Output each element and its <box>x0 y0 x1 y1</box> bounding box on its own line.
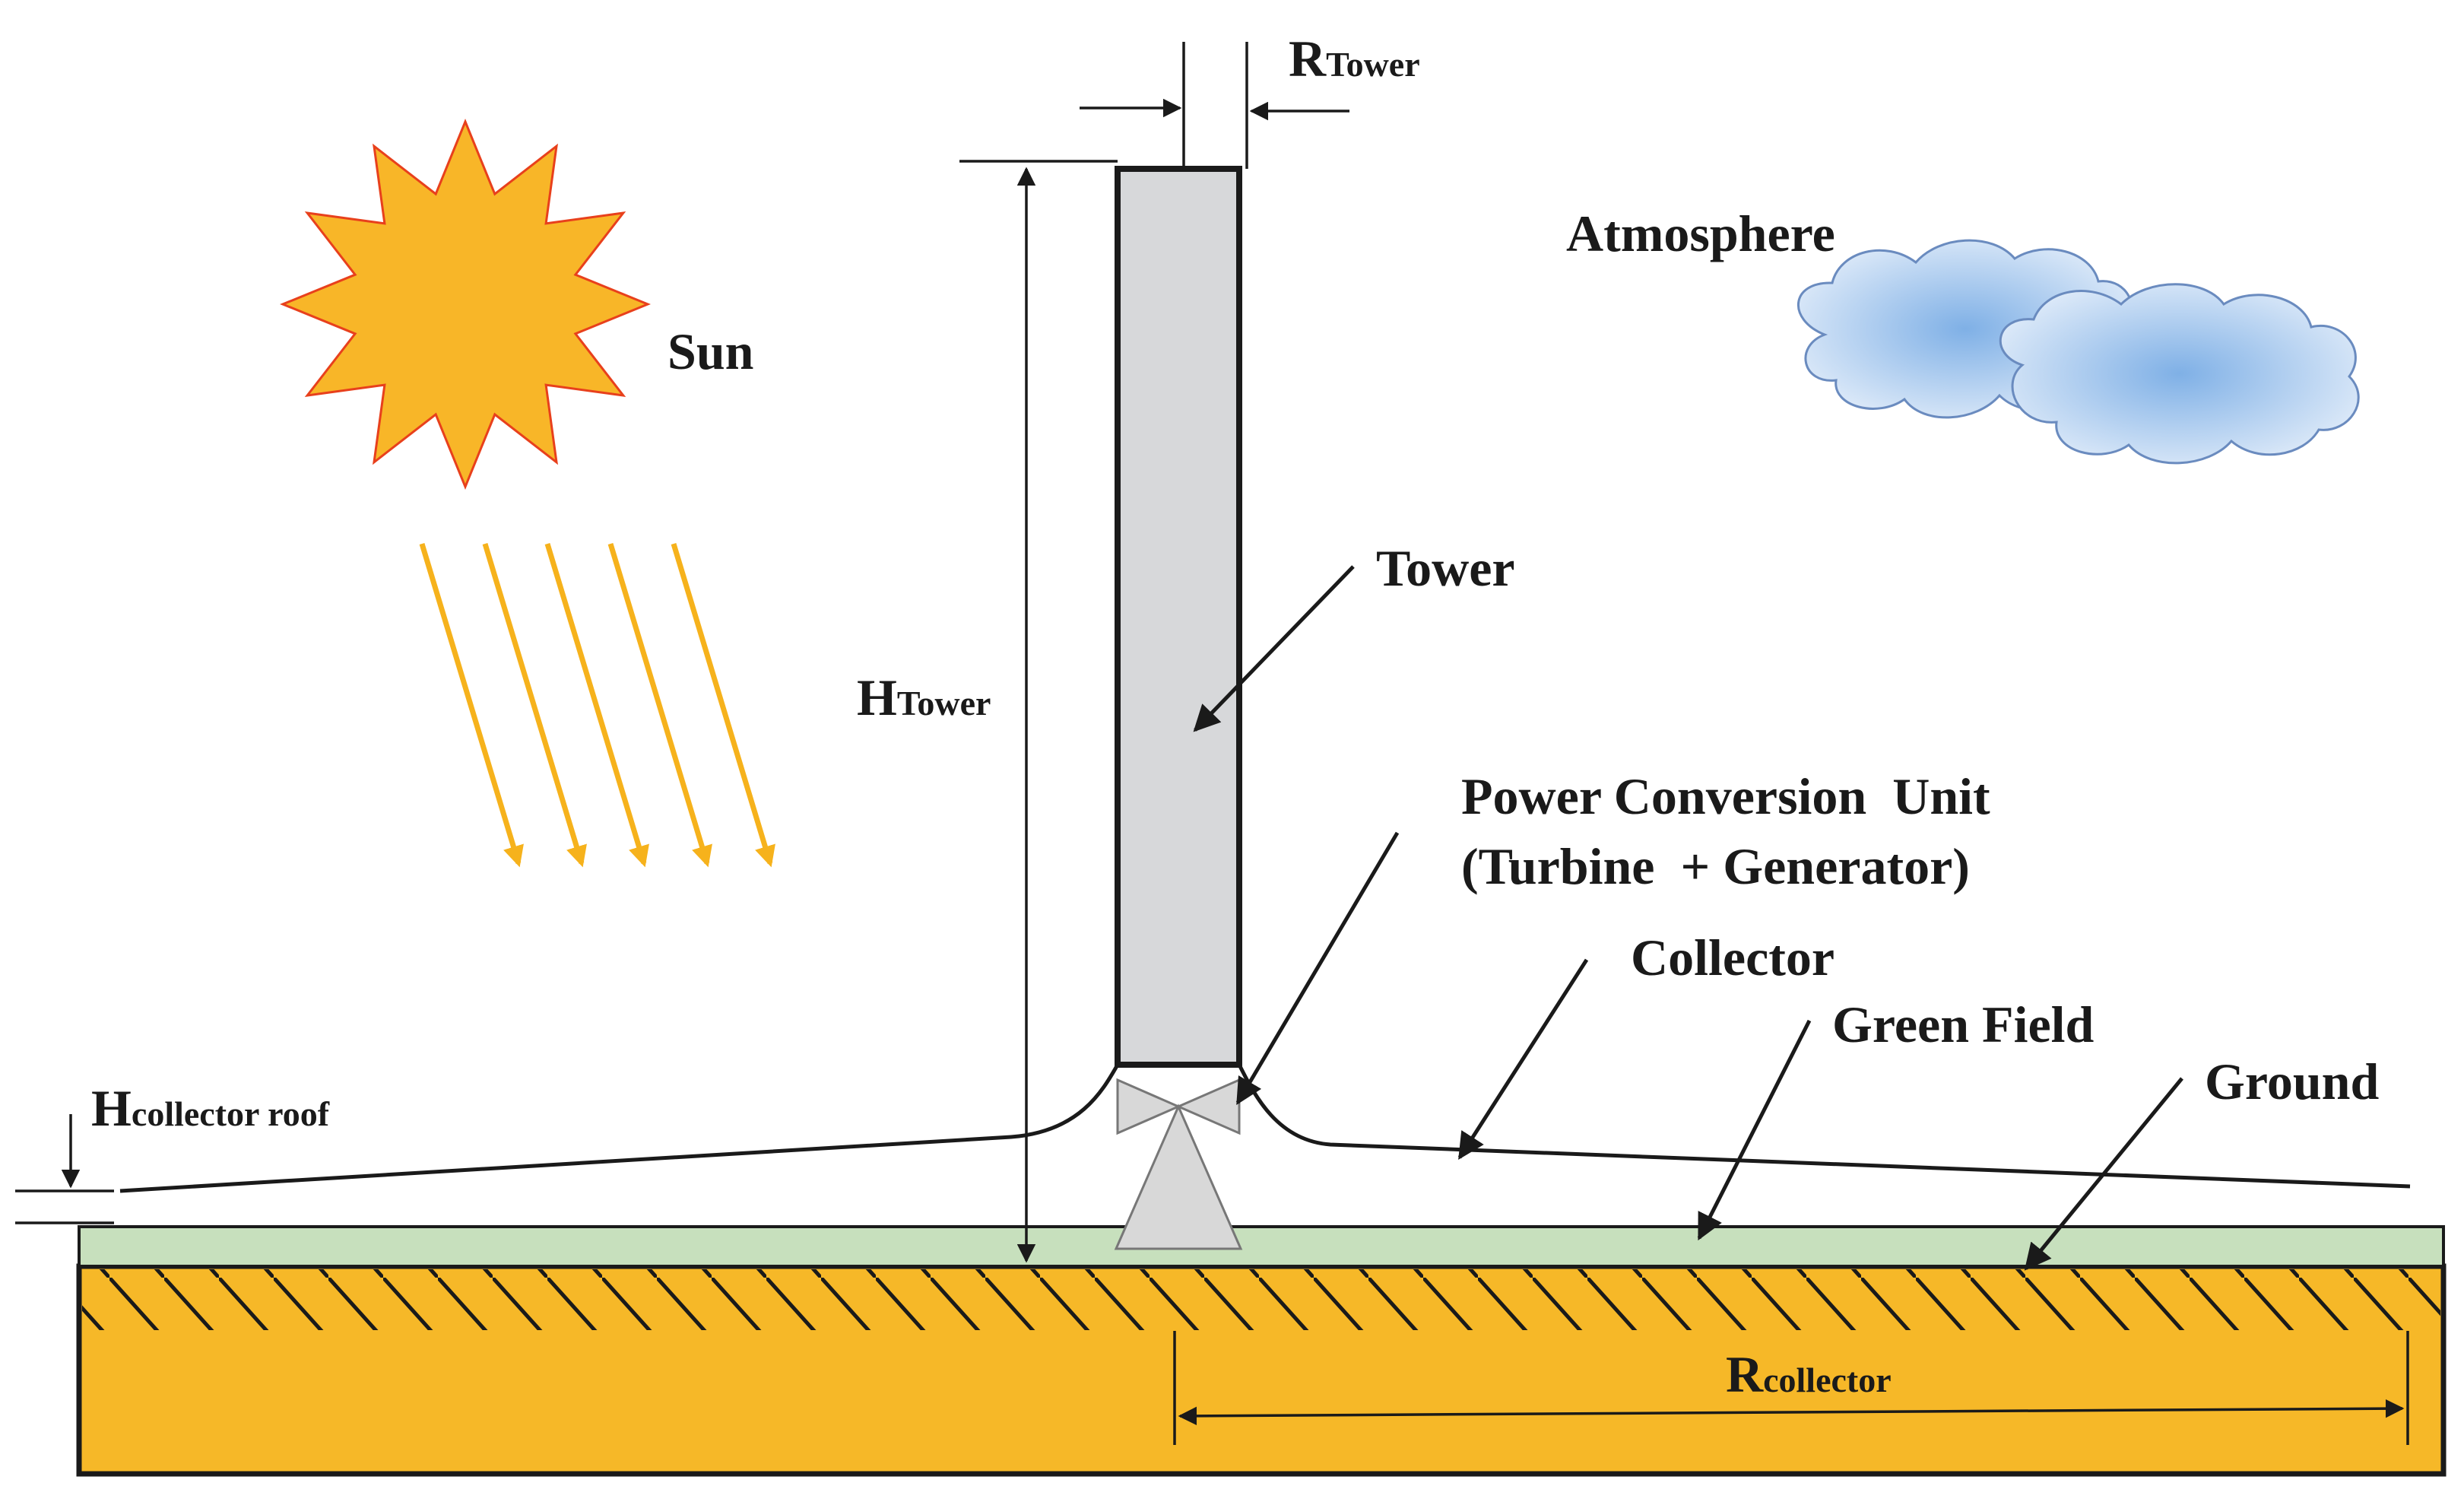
power-unit-label-line2: (Turbine + Generator) <box>1461 837 1970 895</box>
r-collector-label: Rcollector <box>1726 1345 1892 1403</box>
sun-icon <box>280 119 651 490</box>
h-tower-dimension <box>959 160 1118 1263</box>
sun-label: Sun <box>668 322 753 380</box>
tower <box>1115 166 1242 1068</box>
sun-rays <box>419 542 775 868</box>
h-tower-label: HTower <box>857 668 991 726</box>
h-collector-roof-dimension <box>15 1114 114 1224</box>
green-field-label: Green Field <box>1832 996 2095 1053</box>
r-tower-label: RTower <box>1289 30 1420 87</box>
r-tower-dimension <box>1080 42 1349 169</box>
atmosphere-label: Atmosphere <box>1566 205 1835 262</box>
turbine-icon <box>1114 1078 1243 1250</box>
tower-label: Tower <box>1376 539 1515 597</box>
green-field-leader <box>1697 1019 1812 1241</box>
r-collector-dimension <box>1173 1331 2409 1445</box>
ground-hatching <box>82 1269 2440 1330</box>
collector-label: Collector <box>1631 929 1835 986</box>
h-collector-roof-label: Hcollector roof <box>91 1079 330 1137</box>
power-unit-leader <box>1235 831 1400 1106</box>
ground-leader <box>2024 1077 2183 1271</box>
power-unit-label-line1: Power Conversion Unit <box>1461 767 1990 825</box>
cloud-icon <box>1796 239 2360 465</box>
green-field-layer <box>78 1225 2445 1268</box>
ground-label: Ground <box>2205 1053 2379 1110</box>
collector-leader <box>1457 958 1589 1160</box>
tower-leader <box>1193 565 1355 732</box>
